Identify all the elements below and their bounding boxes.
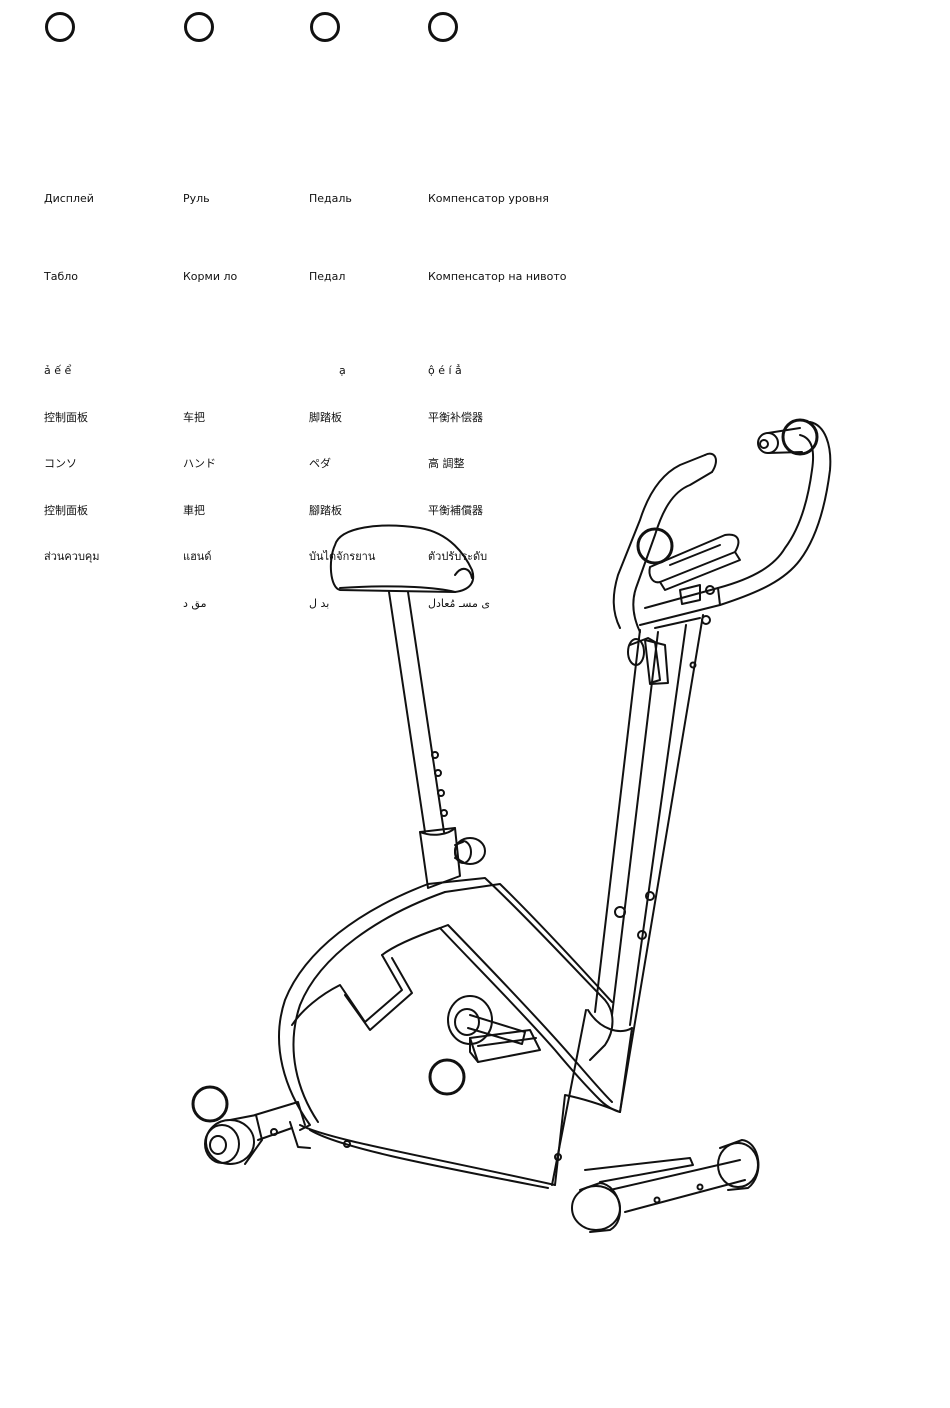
label-level-compensator-bg: Компенсатор на нивото xyxy=(428,270,567,283)
callout-display-bike xyxy=(636,527,674,565)
handlebar-ar: مق د xyxy=(183,596,207,610)
handlebar xyxy=(612,421,832,685)
upright-column xyxy=(343,614,704,1186)
body-housing xyxy=(278,877,621,1189)
pedal-ja: ペダ xyxy=(309,457,331,470)
label-pedal-multilang: ạ 脚踏板 ペダ 腳踏板 บันไดจักรยาน بد ل xyxy=(309,332,375,627)
handlebar-ja: ハンド xyxy=(183,457,216,470)
pedal-vi: ạ xyxy=(339,364,346,377)
pedal-ar: بد ل xyxy=(309,596,330,610)
label-level-compensator-ru: Компенсатор уровня xyxy=(428,192,549,205)
label-handlebar-ru: Руль xyxy=(183,192,210,205)
legend-circle-display xyxy=(45,12,75,42)
label-level-compensator-multilang: ộ é í ẳ 平衡补偿器 高 調整 平衡補償器 ตัวปรับระดับ ى … xyxy=(428,332,490,627)
level-compensator-ar: ى مسـ مُعادل xyxy=(428,596,490,610)
display-zh-cn: 控制面板 xyxy=(44,410,88,424)
callout-level-compensator-bike xyxy=(781,418,819,456)
label-display-ru: Дисплей xyxy=(44,192,94,205)
crank-and-pedal xyxy=(447,995,541,1063)
callout-handlebar-bike xyxy=(191,1085,229,1123)
level-compensator-ja: 高 調整 xyxy=(428,457,465,470)
display-ja: コンソ xyxy=(44,457,77,470)
label-display-bg: Табло xyxy=(44,270,79,283)
legend-circle-handlebar xyxy=(184,12,214,42)
label-display-multilang: ả ế ể 控制面板 コンソ 控制面板 ส่วนควบคุม xyxy=(44,332,100,580)
label-handlebar-multilang: 车把 ハンド 車把 แฮนด์ مق د xyxy=(183,332,216,627)
seat xyxy=(329,524,475,593)
level-compensator-zh-cn: 平衡补偿器 xyxy=(428,410,483,424)
legend-circle-pedal xyxy=(310,12,340,42)
pedal-zh-cn: 脚踏板 xyxy=(309,410,342,424)
rear-stabilizer xyxy=(204,1101,311,1165)
label-handlebar-bg: Корми ло xyxy=(183,270,238,283)
handlebar-zh-tw: 車把 xyxy=(183,503,205,517)
level-compensator-zh-tw: 平衡補償器 xyxy=(428,503,483,517)
legend-circle-level-compensator xyxy=(428,12,458,42)
display-zh-tw: 控制面板 xyxy=(44,503,88,517)
label-pedal-ru: Педаль xyxy=(309,192,352,205)
callout-pedal-bike xyxy=(428,1058,466,1096)
seat-knob xyxy=(454,837,486,865)
display-vi: ả ế ể xyxy=(44,364,72,377)
level-compensator-vi: ộ é í ẳ xyxy=(428,364,462,377)
label-pedal-bg: Педал xyxy=(309,270,346,283)
pedal-th: บันไดจักรยาน xyxy=(309,550,376,563)
seat-post xyxy=(388,591,461,889)
display-th: ส่วนควบคุม xyxy=(44,550,100,563)
level-compensator-th: ตัวปรับระดับ xyxy=(428,550,488,563)
front-stabilizer xyxy=(571,1139,760,1233)
handlebar-th: แฮนด์ xyxy=(183,550,212,563)
pedal-zh-tw: 腳踏板 xyxy=(309,503,342,517)
handlebar-zh-cn: 车把 xyxy=(183,410,205,424)
